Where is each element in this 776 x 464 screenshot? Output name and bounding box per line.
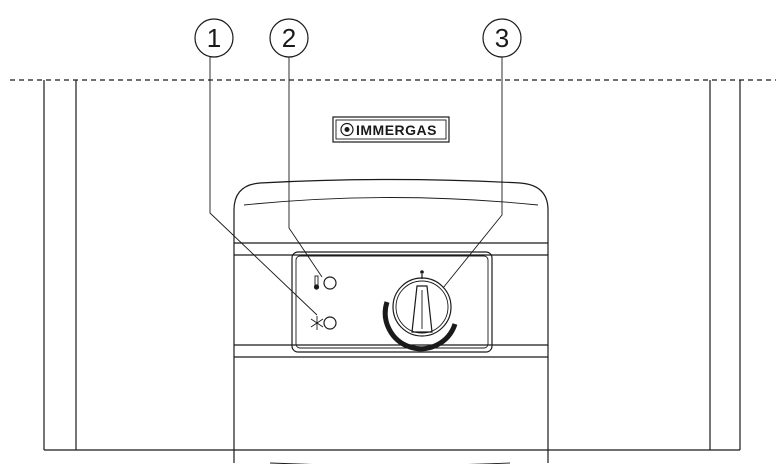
callout-3: 3: [442, 18, 522, 289]
callout-2-number: 2: [282, 23, 296, 53]
brand-logo-text: IMMERGAS: [356, 122, 437, 138]
thermometer-icon: [313, 275, 320, 290]
control-window: [291, 251, 493, 353]
temperature-indicator: [313, 275, 337, 290]
snowflake-icon: [310, 316, 324, 330]
control-panel-housing: [233, 178, 549, 464]
callout-2: 2: [269, 18, 323, 278]
knob-scale-arc: [382, 301, 458, 352]
boiler-casing: [43, 80, 741, 451]
temperature-led: [323, 276, 337, 290]
brand-logo: IMMERGAS: [332, 116, 450, 143]
knob-indicator-dot: [420, 270, 424, 274]
callout-1-number: 1: [207, 23, 221, 53]
antifreeze-indicator: [310, 316, 337, 330]
knob-grip: [411, 285, 433, 333]
callout-1: 1: [194, 18, 318, 316]
antifreeze-led: [323, 316, 337, 330]
callout-3-number: 3: [495, 23, 509, 53]
thermostat-knob[interactable]: [382, 270, 458, 352]
